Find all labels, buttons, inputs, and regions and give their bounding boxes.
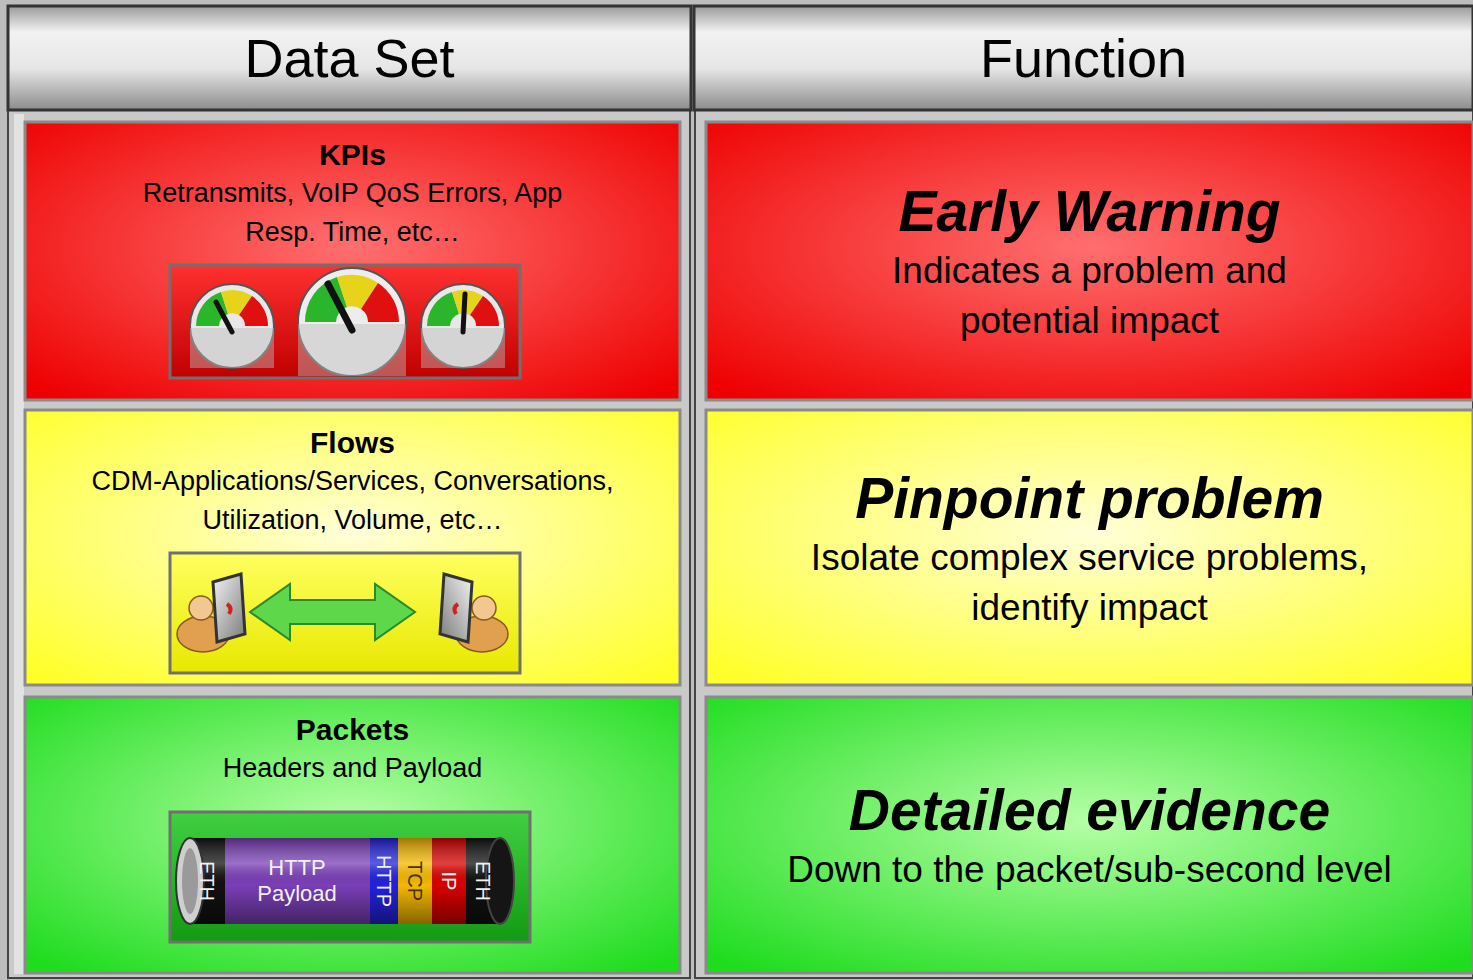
data-set-cell: FlowsCDM-Applications/Services, Conversa… — [25, 410, 680, 553]
gauge-icons — [170, 265, 520, 378]
function-cell: Early WarningIndicates a problem and pot… — [706, 122, 1473, 400]
gauge-icons-part-part — [216, 302, 232, 332]
conversation-icons-part-part — [440, 574, 472, 642]
gauge-icons-part-part — [239, 296, 268, 326]
body-text: Headers and Payload — [223, 749, 483, 788]
header-bands — [8, 6, 1473, 110]
row-panels-part — [706, 697, 1473, 973]
gauge-icons-part-part — [298, 268, 406, 376]
heading-text: Flows — [310, 424, 395, 462]
frame-part — [8, 110, 690, 978]
conversation-icons-part-part — [454, 604, 458, 614]
packet-cylinder-part — [182, 848, 198, 914]
conversation-icons-part — [170, 553, 520, 673]
gauge-icons-part-part — [190, 284, 274, 368]
gauge-icons-part-part — [421, 284, 505, 368]
body-text: Isolate complex service problems, identi… — [775, 533, 1405, 633]
heading-text: KPIs — [319, 136, 386, 174]
gauge-icons-part — [190, 284, 274, 368]
packet-layer-label: IP — [438, 872, 460, 891]
frame-part — [695, 110, 1473, 978]
gauge-icons-part-part — [463, 294, 465, 332]
packet-cylinder-part — [190, 838, 500, 924]
packet-layer-label: ETH — [196, 861, 218, 901]
conversation-icons-part — [250, 584, 415, 640]
data-set-cell: KPIsRetransmits, VoIP QoS Errors, App Re… — [25, 122, 680, 265]
heading-text: Function — [980, 27, 1187, 89]
row-panels — [25, 122, 1473, 973]
function-cell: Pinpoint problemIsolate complex service … — [706, 410, 1473, 685]
gauge-icons-part — [421, 284, 505, 368]
gauge-icons-part — [298, 268, 406, 376]
gauge-icons-part — [170, 265, 520, 378]
conversation-icons-part-part — [227, 604, 231, 614]
data-set-cell: PacketsHeaders and Payload — [25, 697, 680, 812]
conversation-icons — [170, 553, 520, 673]
body-text: Indicates a problem and potential impact — [892, 246, 1287, 346]
heading-text: Packets — [296, 711, 409, 749]
packet-layer-label: HTTP — [373, 855, 395, 907]
packet-layer-label: TCP — [404, 861, 426, 901]
header-bands-part — [694, 6, 1473, 110]
row-panels-part — [706, 122, 1473, 400]
gauge-icons-part-part — [361, 283, 399, 322]
heading-text: Pinpoint problem — [855, 463, 1324, 533]
body-text: Retransmits, VoIP QoS Errors, App Resp. … — [118, 174, 588, 252]
row-panels-part — [25, 697, 680, 973]
heading-text: Detailed evidence — [849, 775, 1331, 845]
conversation-icons-part — [440, 574, 508, 652]
row-panels-part — [25, 122, 680, 400]
conversation-icons-part-part — [189, 596, 213, 620]
heading-text: Data Set — [244, 27, 454, 89]
function-cell: Detailed evidenceDown to the packet/sub-… — [706, 697, 1473, 973]
conversation-icons-part — [177, 574, 245, 652]
gauge-icons-part-part — [470, 296, 499, 326]
body-text: Down to the packet/sub-second level — [787, 845, 1392, 895]
gauge-icons-part-part — [328, 284, 352, 330]
column-header: Function — [694, 6, 1473, 110]
packet-layer-label: ETH — [472, 861, 494, 901]
body-text: CDM-Applications/Services, Conversations… — [53, 462, 653, 540]
conversation-icons-part-part — [472, 596, 496, 620]
packet-cylinder-part — [190, 838, 500, 924]
heading-text: Early Warning — [898, 176, 1280, 246]
packet-cylinder-part — [170, 812, 530, 942]
frame-part — [14, 114, 24, 974]
row-panels-part — [706, 410, 1473, 685]
packet-layer-label: HTTP Payload — [242, 855, 352, 907]
column-header: Data Set — [8, 6, 691, 110]
conversation-icons-part-part — [213, 574, 245, 642]
packet-cylinder — [170, 812, 530, 942]
row-panels-part — [25, 410, 680, 685]
header-bands-part — [8, 6, 691, 110]
